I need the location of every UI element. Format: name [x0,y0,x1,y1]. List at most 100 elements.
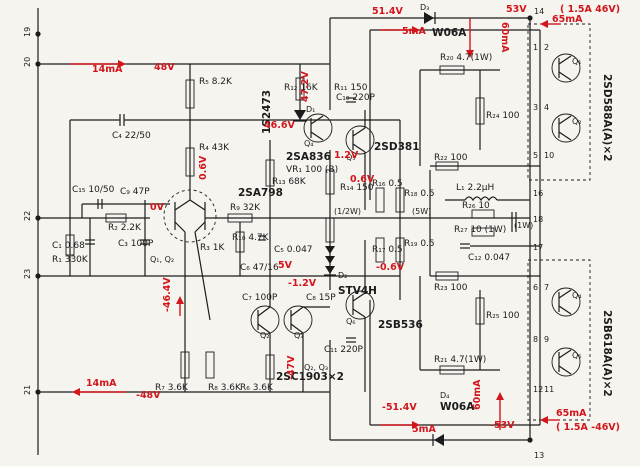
terminal-21 [35,389,41,395]
pin-6: 6 [533,283,538,292]
resistor-r7 [180,351,190,379]
label-r10: R₁₀ 4.7K [232,233,270,243]
pin-19-label: 19 [23,27,32,37]
label-r24: R₂₄ 100 [486,111,520,121]
annot-48v: 48V [154,62,175,73]
diode-d3 [424,12,436,24]
label-r26: R₂₆ 10 [462,201,490,211]
label-r19: R₁₉ 0.5 [404,239,435,249]
label-2sb536: 2SB536 [378,319,423,331]
label-c8: C₈ 15P [306,293,336,303]
annot-minus-51-4v: -51.4V [382,402,417,413]
annot-5v: 5V [278,260,293,271]
label-c15: C₁₅ 10/50 [72,185,115,195]
annot-47-2v: 47.2V [300,71,311,102]
right-pin-stubs [527,15,541,443]
label-c5: C₅ 0.047 [274,245,313,255]
label-r17: R₁₇ 0.5 [372,245,403,255]
label-q5-driver: Q₅ [346,153,356,162]
negative-rail [130,300,540,441]
annot-60ma-bot: 60mA [472,379,483,410]
output-q4-pnp [551,287,581,317]
pin-23-label: 23 [23,269,32,279]
annot-14ma-bot: 14mA [86,378,117,389]
label-r12: R₁₂ 16K [284,83,319,93]
label-c6: C₆ 47/16 [240,263,279,273]
label-c1: C₁ 0.68 [52,241,85,251]
label-out-q5: Q₅ [572,351,582,360]
label-out-q1: Q₁ [572,57,582,66]
label-r6: R₆ 3.6K [240,383,274,393]
label-2sd588: 2SD588A(A)×2 [601,74,613,161]
output-network [375,65,540,375]
label-q4-driver: Q₄ [304,139,314,148]
output-q5-pnp [551,347,581,377]
label-r3: R₃ 1K [200,243,225,253]
terminal-23 [35,273,41,279]
annot-0v: 0V [150,202,165,213]
annot-minus-0-6v: -0.6V [376,262,405,273]
annot-53v: 53V [506,4,527,15]
annot-65ma-top: 65mA [552,14,583,25]
annot-0-6v-top: 0.6V [198,155,209,180]
annot-minus-1-2v: -1.2V [288,278,317,289]
label-c10: C₁₀ 220P [336,93,376,103]
pin-13-label: 13 [534,451,544,460]
transistor-q6-driver [345,240,375,392]
label-c7: C₇ 100P [242,293,278,303]
pin-3: 3 [533,103,538,112]
label-c12: C₁₂ 0.047 [468,253,510,263]
label-d3: D₃ [420,3,429,12]
resistor-r8 [205,351,215,379]
label-r18: R₁₈ 0.5 [404,189,435,199]
pin-7: 7 [544,283,549,292]
terminal-22 [35,215,41,221]
label-r21: R₂₁ 4.7(1W) [434,355,486,365]
label-q3-vas: Q₃ [294,331,304,340]
pin-14-label: 14 [534,7,544,16]
annot-minus-53v: -53V [490,420,515,431]
label-one-watt: (1W) [514,221,533,230]
current-arrows [70,18,560,430]
label-r25: R₂₅ 100 [486,311,520,321]
label-half-watt: (1/2W) [334,207,361,216]
annot-minus-46-4v: -46.4V [162,277,173,312]
label-q2q3: Q₂, Q₃ [304,363,328,372]
label-r20: R₂₀ 4.7(1W) [440,53,492,63]
label-out-q2: Q₂ [572,117,582,126]
pin-10: 10 [544,151,554,160]
pin-9: 9 [544,335,549,344]
annot-46-6v: 46.6V [264,120,295,131]
label-vr1: VR₁ 100 (B) [286,165,338,175]
annot-65ma-bot: 65mA [556,408,587,419]
label-r13: R₁₃ 68K [272,177,307,187]
annot-5ma-top: 5mA [402,26,427,37]
label-c4: C₄ 22/50 [112,131,151,141]
annot-60ma-top: 60mA [499,22,510,53]
label-c9: C₉ 47P [120,187,150,197]
transistor-q4-driver [303,113,333,143]
annot-14ma-top: 14mA [92,64,123,75]
label-r5: R₅ 8.2K [199,77,233,87]
pin-22-label: 22 [23,211,32,221]
label-2sa798: 2SA798 [238,187,283,199]
label-2sb618: 2SB618A(A)×2 [601,310,613,397]
label-r7: R₇ 3.6K [155,383,189,393]
label-r14: R₁₄ 150 [340,183,374,193]
label-r23: R₂₃ 100 [434,283,468,293]
annot-spec-top: ( 1.5A 46V) [560,4,620,15]
label-r2: R₂ 2.2K [108,223,142,233]
resistor-r4 [185,147,195,177]
annot-minus-48v: -48V [136,390,161,401]
capacitor-c4 [69,114,400,218]
label-d4: D₄ [440,391,449,400]
pin-17: 17 [533,243,543,252]
pin-21-label: 21 [23,385,32,395]
label-r4: R₄ 43K [199,143,230,153]
label-r9: R₉ 32K [230,203,261,213]
label-q6-driver: Q₆ [346,317,356,326]
pin-20-label: 20 [23,57,32,67]
pin-12: 12 [533,385,543,394]
pin-16: 16 [533,189,543,198]
